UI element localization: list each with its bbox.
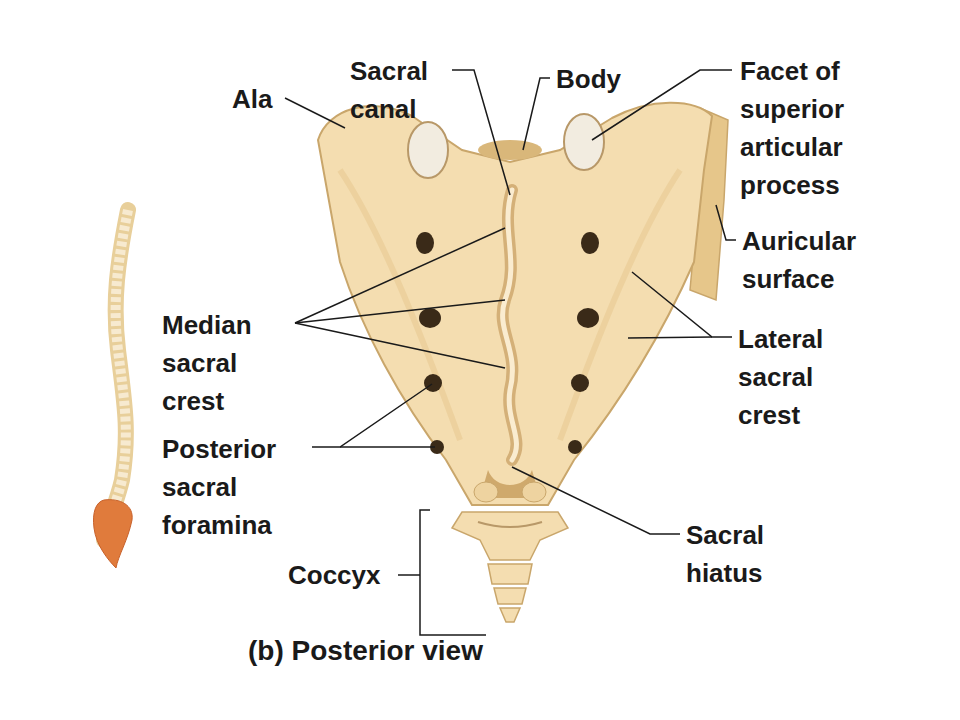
sacrum-bone <box>318 103 728 505</box>
part-label: Sacral canal <box>350 52 460 128</box>
coccyx-bone <box>452 512 568 622</box>
part-label: Coccyx <box>288 556 398 594</box>
part-label: Auricular surface <box>742 222 902 298</box>
part-label: Sacral hiatus <box>686 516 801 592</box>
part-label: Posterior sacral foramina <box>162 430 312 544</box>
part-label: Ala <box>232 80 312 118</box>
part-label: Facet of superior articular process <box>740 52 890 204</box>
leader-lines <box>285 70 736 635</box>
spine-thumbnail <box>93 210 132 568</box>
figure-caption: (b) Posterior view <box>248 634 483 668</box>
part-label: Lateral sacral crest <box>738 320 873 434</box>
part-label: Median sacral crest <box>162 306 287 420</box>
part-label: Body <box>556 60 656 98</box>
